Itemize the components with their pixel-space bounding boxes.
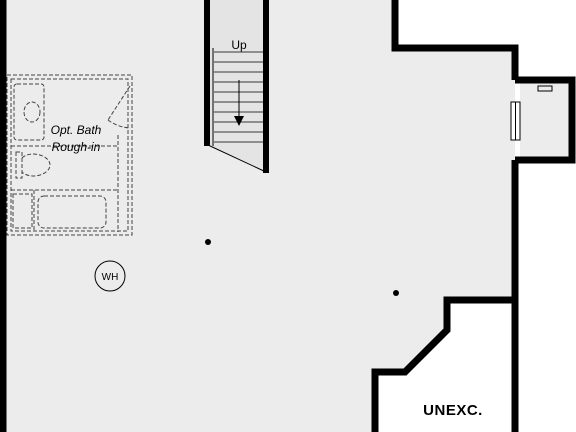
stair-arrow-down-icon	[234, 116, 244, 126]
bathtub-icon	[37, 195, 107, 229]
door-swing-icon	[107, 85, 131, 129]
bath-label-line1: Opt. Bath	[51, 123, 102, 137]
basement-floor-area	[0, 0, 515, 432]
unexcavated-label: UNEXC.	[423, 402, 483, 419]
water-heater: WH	[94, 260, 126, 292]
northeast-wall	[391, 0, 519, 80]
linen-closet-outline	[12, 193, 33, 229]
water-heater-icon	[94, 260, 126, 292]
support-post	[205, 239, 211, 245]
bath-outline-inner	[10, 78, 129, 232]
stair-bottom-edge	[207, 144, 267, 173]
stair-run	[208, 0, 266, 172]
stairs-up-label: Up	[231, 38, 247, 52]
window	[510, 101, 521, 141]
sink-icon	[23, 101, 41, 123]
nook-fixture	[537, 85, 553, 92]
storage-nook-floor	[520, 80, 572, 160]
bath-outline-outer	[6, 74, 133, 236]
stairwell: Up	[204, 0, 269, 173]
support-post	[393, 290, 399, 296]
optional-bath-rough-in	[6, 74, 133, 236]
vanity-outline	[13, 83, 45, 141]
water-heater-label: WH	[102, 272, 119, 283]
bath-label-line2: Rough-in	[52, 140, 101, 154]
storage-nook-wall	[515, 76, 576, 164]
toilet-icon	[15, 151, 51, 179]
